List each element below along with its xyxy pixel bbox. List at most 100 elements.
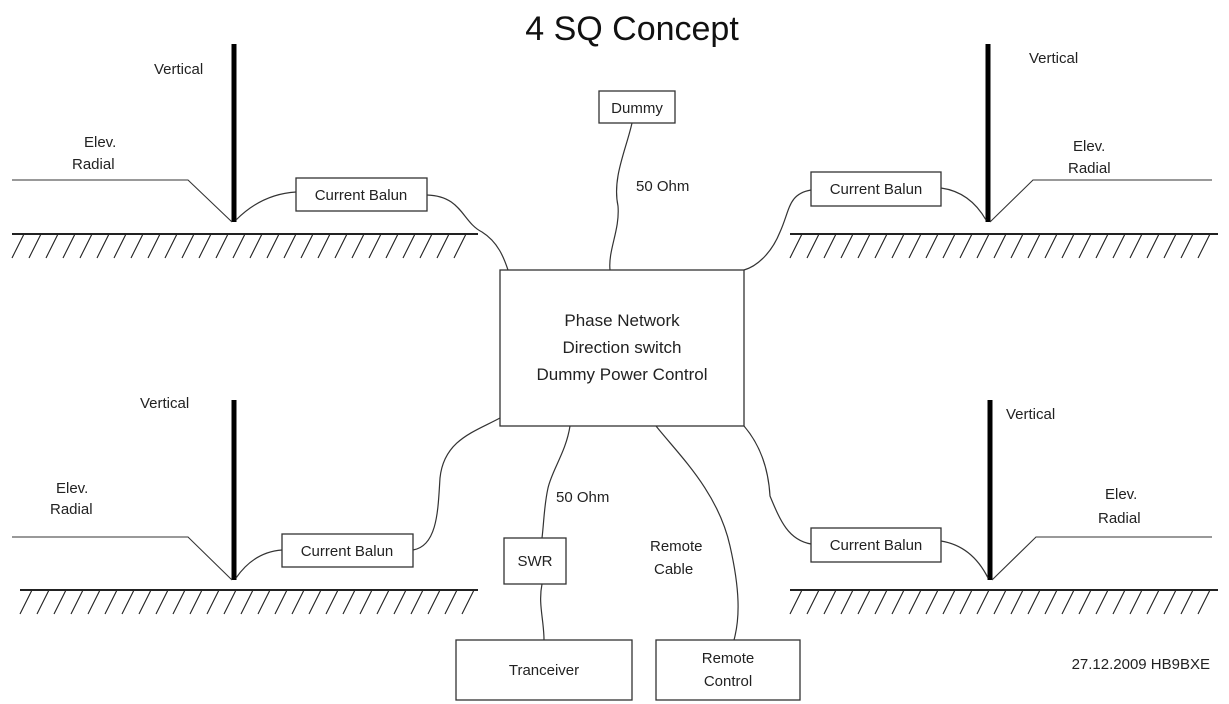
date-author-note: 27.12.2009 HB9BXE [1072, 656, 1210, 673]
ground-hatch [215, 233, 229, 259]
remote-control-label-line1: Remote [702, 650, 755, 667]
current-balun-box [295, 177, 428, 212]
current-balun-box [810, 527, 942, 563]
ground-hatch [138, 589, 152, 615]
ground-hatch [1044, 233, 1058, 259]
ground-bottom-left [19, 589, 478, 615]
ground-hatch [130, 233, 144, 259]
ground-hatch [1146, 233, 1160, 259]
remote-cable-label-line1: Remote [650, 538, 703, 555]
ground-hatch [444, 589, 458, 615]
ground-hatch [1163, 233, 1177, 259]
ground-hatch [181, 233, 195, 259]
ground-hatch [1129, 233, 1143, 259]
radial-feed-wire [940, 187, 987, 221]
ground-hatch [351, 233, 365, 259]
ground-bottom-right [789, 589, 1218, 615]
ground-hatch [393, 589, 407, 615]
ground-hatch [342, 589, 356, 615]
ground-hatch [79, 233, 93, 259]
ground-hatch [249, 233, 263, 259]
radial-label-line1: Elev. [56, 480, 88, 497]
current-balun-label: Current Balun [315, 187, 408, 204]
vertical-label: Vertical [1006, 406, 1055, 423]
ground-hatch [1027, 233, 1041, 259]
ground-hatch [232, 233, 246, 259]
swr-meter-box [503, 537, 567, 585]
swr-cable [541, 425, 571, 539]
ground-hatch [806, 233, 820, 259]
ground-hatch [874, 589, 888, 615]
ground-hatch [28, 233, 42, 259]
ground-hatch [121, 589, 135, 615]
radial-label-line1: Elev. [84, 134, 116, 151]
ground-hatch [155, 589, 169, 615]
ground-hatch [908, 233, 922, 259]
ground-hatch [274, 589, 288, 615]
ground-hatch [300, 233, 314, 259]
dummy-load-box [598, 90, 676, 124]
ground-hatch [959, 589, 973, 615]
ground-hatch [1197, 589, 1211, 615]
phase-network-line2: Direction switch [562, 338, 681, 357]
swr-meter-label: SWR [518, 553, 553, 570]
ground-hatch [70, 589, 84, 615]
ground-hatch [789, 589, 803, 615]
ground-hatch [198, 233, 212, 259]
antenna-bottom-right: Vertical Elev. Radial Current Balun [810, 400, 1212, 581]
ground-hatch [376, 589, 390, 615]
ground-hatch [891, 589, 905, 615]
vertical-label: Vertical [154, 61, 203, 78]
ground-hatch [368, 233, 382, 259]
ground-hatch [840, 233, 854, 259]
ground-hatch [1044, 589, 1058, 615]
ground-hatch [840, 589, 854, 615]
ground-hatch [419, 233, 433, 259]
transceiver-box [455, 639, 633, 701]
remote-cable-label-line2: Cable [654, 561, 693, 578]
current-balun-label: Current Balun [830, 181, 923, 198]
ground-hatch [942, 233, 956, 259]
radial-label-line2: Radial [1068, 160, 1111, 177]
ground-hatch [164, 233, 178, 259]
ground-hatch [1180, 233, 1194, 259]
ground-hatch [283, 233, 297, 259]
ground-hatch [266, 233, 280, 259]
radial-feed-wire [235, 191, 297, 221]
elevated-radial [12, 179, 233, 223]
ground-hatch [925, 589, 939, 615]
ground-hatch [1180, 589, 1194, 615]
cable-top-right-balun [743, 189, 812, 271]
transceiver-cable [540, 583, 545, 641]
ground-hatch [113, 233, 127, 259]
antenna-top-right: Vertical Elev. Radial Current Balun [810, 44, 1212, 223]
ground-hatch [385, 233, 399, 259]
ground-hatch [240, 589, 254, 615]
ground-hatch [19, 589, 33, 615]
ground-hatch [11, 233, 25, 259]
cable-bottom-left-balun [412, 417, 501, 551]
ground-top-right [789, 233, 1218, 259]
ground-hatch [223, 589, 237, 615]
ground-hatch [1129, 589, 1143, 615]
radial-label-line2: Radial [50, 501, 93, 518]
ground-hatch [172, 589, 186, 615]
ground-hatch [1078, 233, 1092, 259]
ground-hatch [325, 589, 339, 615]
ground-hatch [308, 589, 322, 615]
current-balun-label: Current Balun [301, 543, 394, 560]
vertical-label: Vertical [1029, 50, 1078, 67]
ground-hatch [206, 589, 220, 615]
ground-hatch [976, 589, 990, 615]
cable-bottom-right-balun [743, 425, 812, 545]
ground-hatch [1197, 233, 1211, 259]
vertical-label: Vertical [140, 395, 189, 412]
ground-hatch [789, 233, 803, 259]
ground-hatch [891, 233, 905, 259]
dummy-load-label: Dummy [611, 100, 663, 117]
transceiver-label: Tranceiver [509, 662, 579, 679]
ground-hatch [147, 233, 161, 259]
ground-hatch [1010, 233, 1024, 259]
remote-control-label-line2: Control [704, 673, 752, 690]
